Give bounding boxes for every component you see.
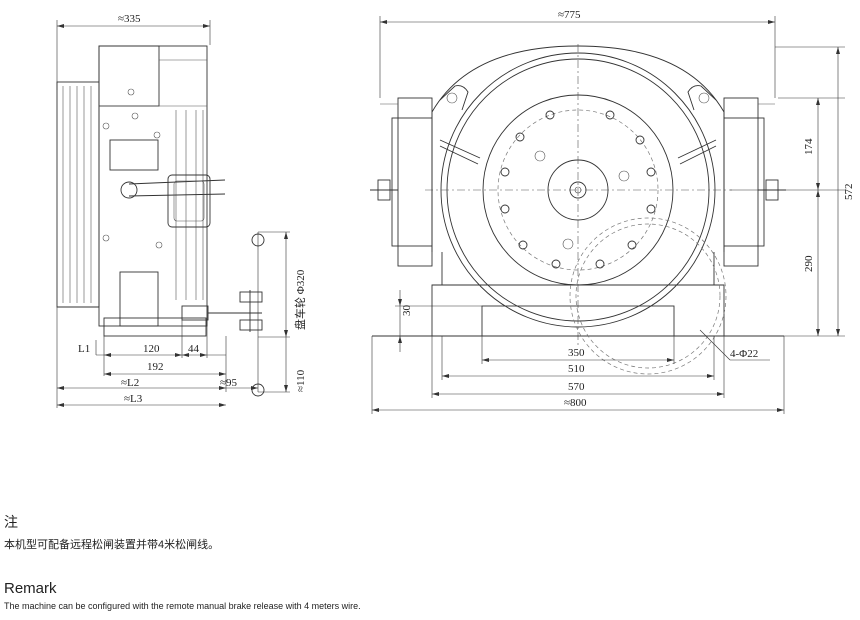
dim-174: 174 <box>803 138 815 155</box>
dim-510: 510 <box>568 363 585 375</box>
notes-section: 注 本机型可配备远程松闸装置并带4米松闸线。 Remark The machin… <box>4 512 844 611</box>
front-view: ≈775 <box>370 9 855 414</box>
dim-290: 290 <box>803 255 815 272</box>
dim-base-width: ≈800 <box>564 397 587 409</box>
dim-L3: ≈L3 <box>124 393 143 405</box>
dim-handwheel: 盘车轮 Φ320 <box>293 269 307 330</box>
dim-350: 350 <box>568 347 585 359</box>
technical-drawing: ≈335 <box>56 9 855 414</box>
dim-44: 44 <box>188 343 200 355</box>
remark-title: Remark <box>4 580 57 597</box>
dim-570: 570 <box>568 381 585 393</box>
side-view: ≈335 <box>56 13 307 408</box>
dim-side-width: ≈335 <box>118 13 141 25</box>
dim-L1: L1 <box>78 343 90 355</box>
remark-text: The machine can be configured with the r… <box>4 601 361 611</box>
dim-hole: 4-Φ22 <box>730 348 758 360</box>
dim-95: ≈95 <box>220 377 238 389</box>
note-title-cn: 注 <box>4 514 18 530</box>
dim-572: 572 <box>843 184 855 201</box>
dim-120: 120 <box>143 343 160 355</box>
flange-bolts <box>500 110 656 269</box>
dim-192: 192 <box>147 361 164 373</box>
dim-30: 30 <box>401 305 413 317</box>
dim-110: ≈110 <box>295 369 307 392</box>
dim-front-width: ≈775 <box>558 9 581 21</box>
note-text-cn: 本机型可配备远程松闸装置并带4米松闸线。 <box>4 539 220 551</box>
dim-L2: ≈L2 <box>121 377 139 389</box>
